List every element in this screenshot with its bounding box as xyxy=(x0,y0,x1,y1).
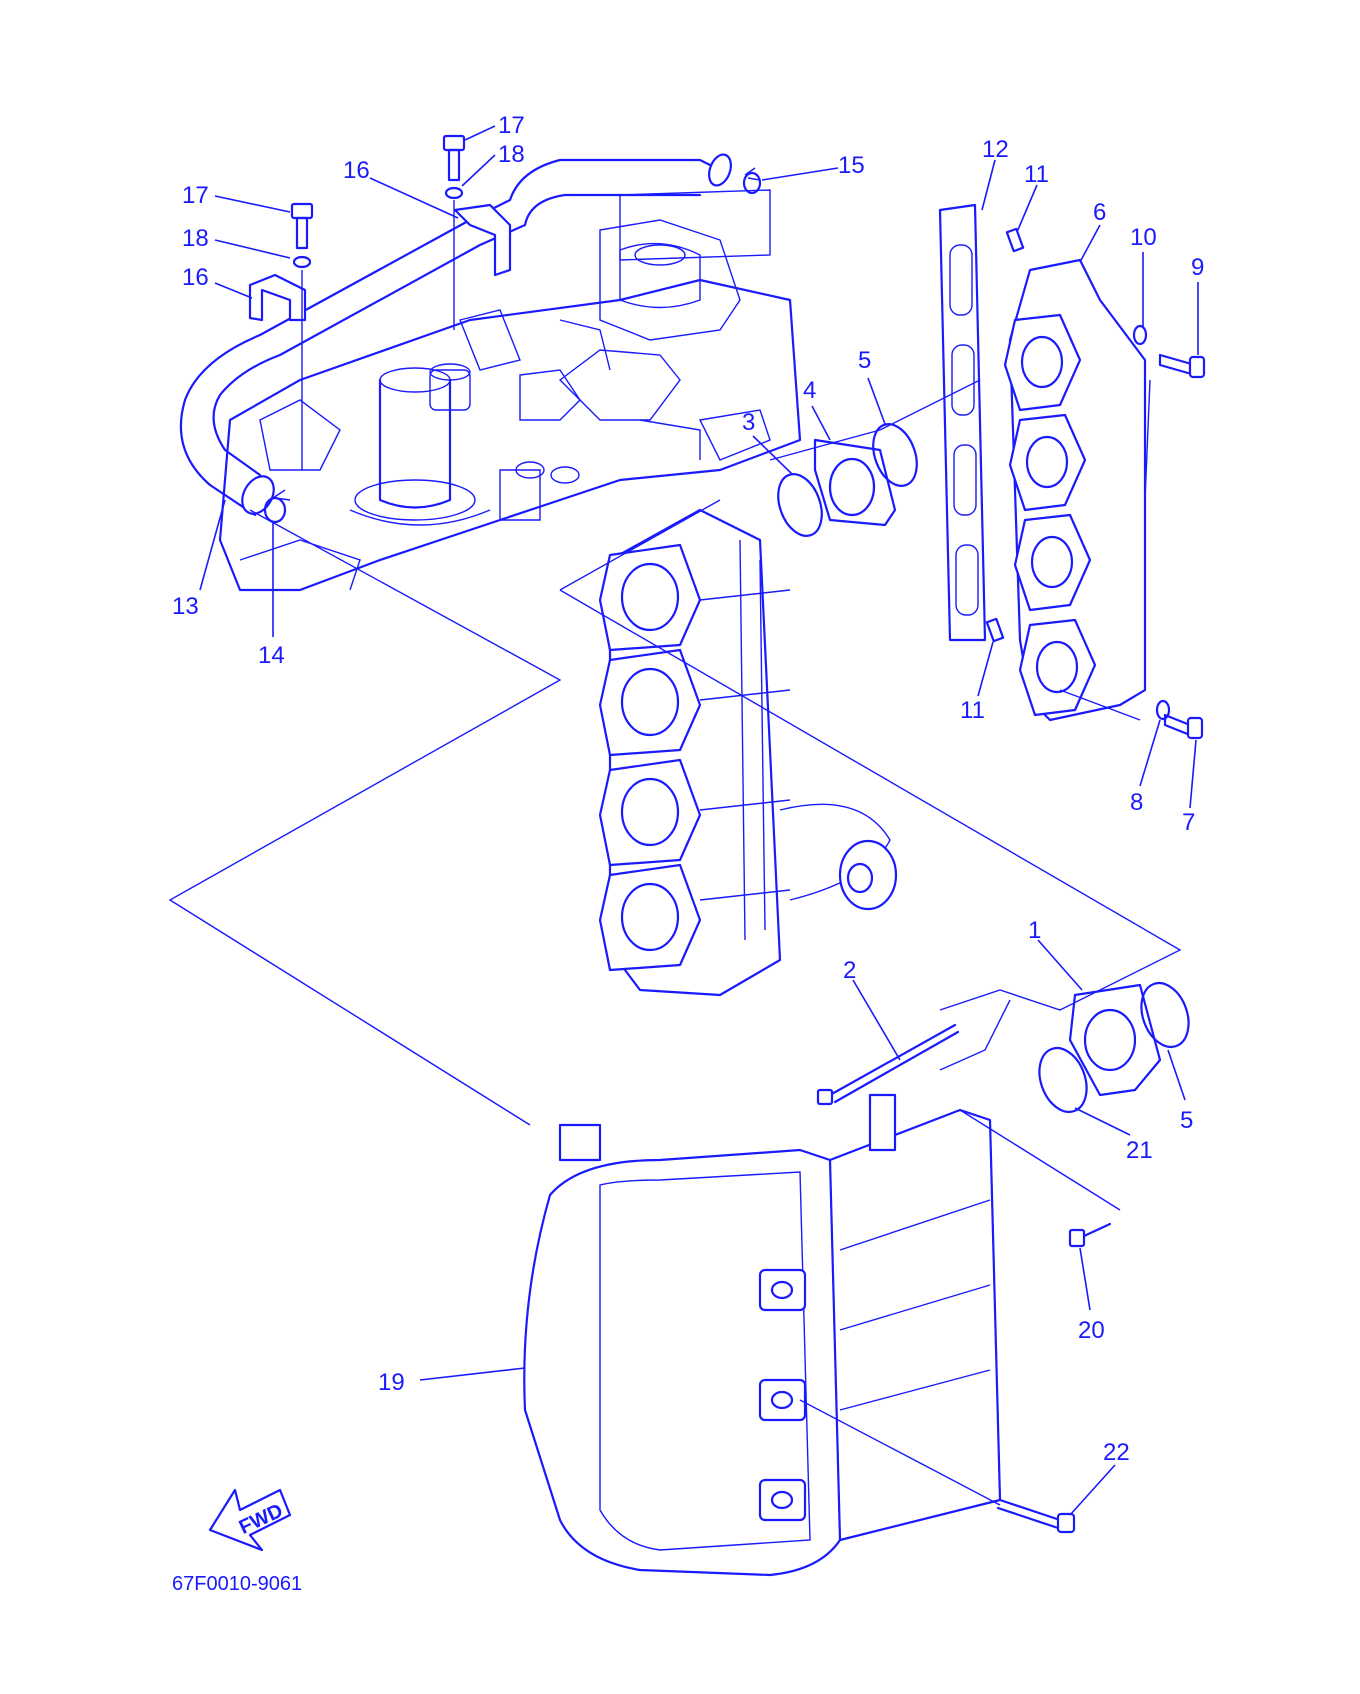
callout-5: 5 xyxy=(1180,1107,1193,1134)
dowel-pin xyxy=(985,227,1025,643)
callout-21: 21 xyxy=(1126,1137,1153,1164)
manifold-bolts xyxy=(1132,324,1206,740)
callout-22: 22 xyxy=(1103,1439,1130,1466)
callout-18: 18 xyxy=(182,225,209,252)
bolt xyxy=(290,134,466,269)
callout-16: 16 xyxy=(182,264,209,291)
callout-17: 17 xyxy=(182,182,209,209)
silencer-bolt-20 xyxy=(1068,1222,1112,1248)
intake-manifold xyxy=(1003,258,1147,722)
callout-leaders xyxy=(199,125,1199,1516)
carburetor-assembly xyxy=(598,508,898,997)
silencer-bolt-22 xyxy=(996,1498,1076,1534)
callout-5: 5 xyxy=(858,347,871,374)
hose xyxy=(179,153,732,517)
callout-11: 11 xyxy=(1024,161,1049,188)
engine-block xyxy=(218,219,802,592)
callout-14: 14 xyxy=(258,642,285,669)
intake-silencer xyxy=(523,1093,1002,1577)
stud-bolt xyxy=(816,1023,960,1106)
callout-16: 16 xyxy=(343,157,370,184)
callout-18: 18 xyxy=(498,141,525,168)
reference-lines xyxy=(168,189,1182,1506)
hose-clamp xyxy=(263,167,762,524)
callout-19: 19 xyxy=(378,1369,405,1396)
callout-4: 4 xyxy=(803,377,816,404)
callout-7: 7 xyxy=(1182,809,1195,836)
callout-2: 2 xyxy=(843,957,856,984)
callout-17: 17 xyxy=(498,112,525,139)
silencer-joint xyxy=(1038,981,1190,1114)
hose-bracket xyxy=(248,203,512,322)
fwd-label: FWD xyxy=(236,1500,287,1539)
callout-1: 1 xyxy=(1028,917,1041,944)
forward-arrow-icon: FWD xyxy=(208,1488,292,1552)
callout-20: 20 xyxy=(1078,1317,1105,1344)
callout-15: 15 xyxy=(838,152,865,179)
callout-8: 8 xyxy=(1130,789,1143,816)
diagram-code: 67F0010-9061 xyxy=(172,1573,302,1595)
callout-6: 6 xyxy=(1093,199,1106,226)
callout-13: 13 xyxy=(172,593,199,620)
callout-9: 9 xyxy=(1191,254,1204,281)
callout-12: 12 xyxy=(982,136,1009,163)
manifold-gasket xyxy=(938,203,987,642)
callout-labels: 17 18 16 15 17 18 16 12 11 6 10 9 5 4 3 … xyxy=(172,112,1204,1466)
joint-gasket xyxy=(777,423,918,537)
callout-11: 11 xyxy=(960,697,985,724)
callout-10: 10 xyxy=(1130,224,1157,251)
callout-3: 3 xyxy=(742,409,755,436)
